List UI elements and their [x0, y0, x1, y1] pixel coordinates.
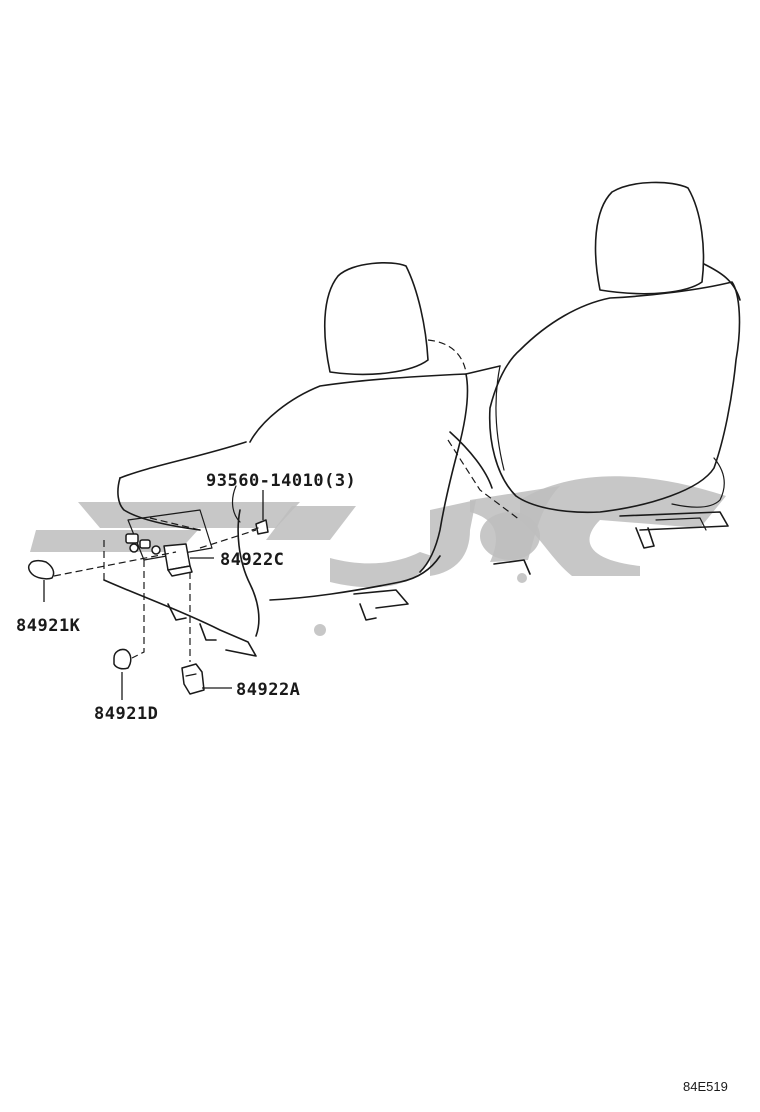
assembly-lines [53, 517, 257, 662]
knob-84921K [27, 559, 55, 580]
diagram-code: 84E519 [683, 1079, 728, 1094]
callout-84922C: 84922C [220, 550, 284, 570]
callout-84921K: 84921K [16, 616, 81, 636]
watermark [30, 476, 726, 636]
seat-switch-84922C [125, 533, 193, 577]
knob-84921D [113, 648, 132, 670]
callout-84922A: 84922A [236, 680, 300, 700]
callout-bolt: 93560-14010(3) [206, 471, 356, 491]
seat-right [447, 181, 741, 549]
callout-84921D: 84921D [94, 704, 158, 724]
seat-left [103, 262, 531, 657]
bolt-part [251, 519, 269, 535]
leader-lines [43, 490, 264, 700]
switch-84922A [181, 663, 205, 695]
